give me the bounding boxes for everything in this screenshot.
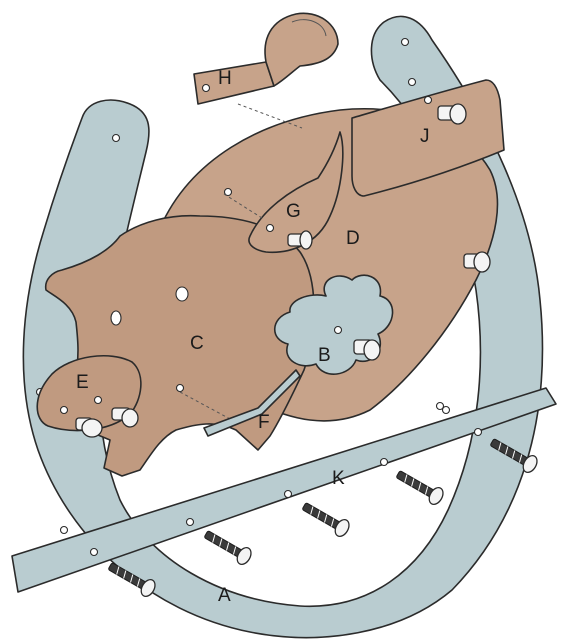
horseshoe-hole <box>402 39 409 46</box>
peg-head <box>82 419 102 437</box>
snout-hole <box>95 397 102 404</box>
peg-head <box>300 231 312 249</box>
screw <box>394 466 446 507</box>
label-k: K <box>332 468 345 489</box>
snout-hole <box>61 407 68 414</box>
peg-head <box>450 104 466 124</box>
clover-hole <box>335 327 342 334</box>
bar-hole <box>285 491 292 498</box>
label-a: A <box>218 585 231 606</box>
bar-hole <box>381 459 388 466</box>
pig-hole <box>177 385 184 392</box>
horseshoe-hole <box>113 135 120 142</box>
bar-hole <box>187 519 194 526</box>
horseshoe-hole <box>437 403 444 410</box>
label-g: G <box>286 201 301 222</box>
peg-head <box>474 252 490 272</box>
label-d: D <box>346 228 360 249</box>
label-f: F <box>258 412 270 433</box>
pig-eye-hole <box>176 287 188 301</box>
screw <box>300 498 352 539</box>
peg-head <box>364 340 380 360</box>
bar-hole <box>475 429 482 436</box>
label-b: B <box>318 345 331 366</box>
hanger-loop <box>265 13 338 86</box>
plate-hole <box>425 97 432 104</box>
hanger-part-h <box>194 62 274 104</box>
label-c: C <box>190 333 204 354</box>
label-j: J <box>420 126 430 147</box>
bar-hole <box>91 549 98 556</box>
peg-head <box>122 409 138 427</box>
label-h: H <box>218 68 232 89</box>
label-e: E <box>76 372 89 393</box>
pig-eye-hole <box>111 311 121 325</box>
ear-hole <box>267 225 274 232</box>
screw <box>202 526 254 567</box>
horseshoe-hole <box>61 527 68 534</box>
hanger-hole <box>203 85 210 92</box>
horseshoe-hole <box>409 79 416 86</box>
